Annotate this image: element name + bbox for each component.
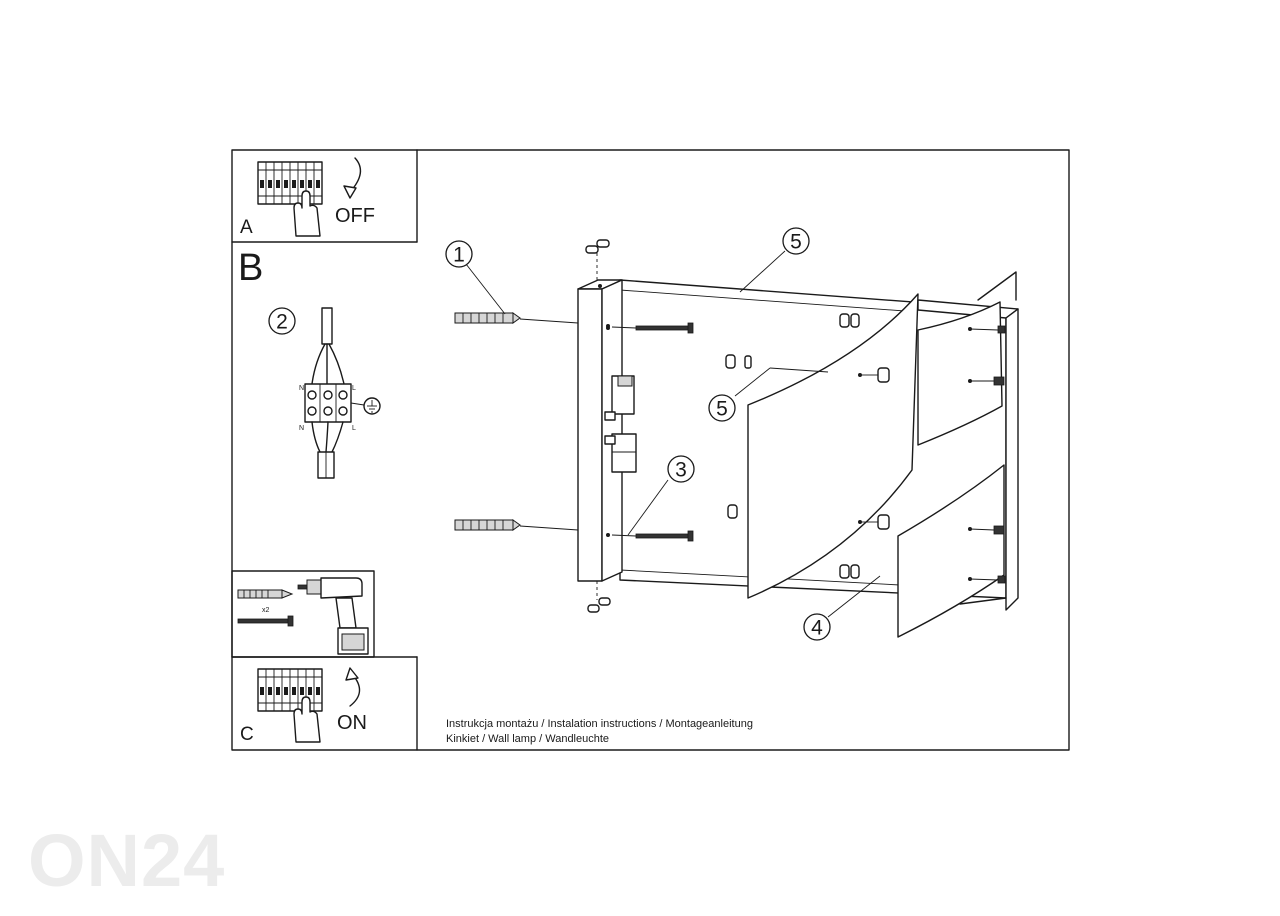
breaker-box-icon: [257, 161, 323, 205]
callout-circle-2: [268, 307, 296, 335]
callout-3: 3: [667, 455, 695, 483]
bracket-screw-bottom: [587, 581, 611, 613]
tools-panel: x2: [237, 577, 369, 655]
bracket-terminal-connector: [604, 375, 637, 473]
caption-title: Instrukcja montażu / Instalation instruc…: [446, 718, 753, 730]
panel-a-letter: A: [240, 217, 253, 238]
watermark-logo: ON24: [28, 819, 225, 902]
screw-icon: [237, 615, 294, 627]
drill-icon: [297, 577, 369, 655]
wall-plug-icon: [237, 589, 294, 599]
callout-5-top: 5: [782, 227, 810, 255]
svg-text:4: 4: [811, 617, 823, 640]
housing-studs: [606, 325, 1006, 584]
curved-shade-lower: [897, 464, 1005, 638]
supply-wires: [311, 343, 345, 385]
panel-b-letter: B: [238, 247, 263, 289]
terminal-block-icon: [304, 383, 352, 423]
lamp-wires: [311, 421, 344, 453]
quantity-label: x2: [262, 607, 270, 614]
neutral-label-bottom: N: [299, 425, 304, 432]
cap-nut-4: [727, 504, 738, 519]
svg-text:5: 5: [716, 398, 728, 421]
bracket-screw-top: [585, 239, 610, 280]
wall-anchor-top: [454, 312, 579, 324]
outer-frame: [231, 149, 1070, 751]
wall-bracket: [577, 279, 623, 582]
off-label: OFF: [335, 205, 375, 227]
callout-4: 4: [803, 613, 831, 641]
hand-icon-c: [293, 696, 321, 743]
live-label-bottom: L: [352, 425, 356, 432]
callout-5-middle: 5: [708, 394, 736, 422]
ground-icon: [363, 397, 381, 415]
live-label-top: L: [352, 385, 356, 392]
curved-shade-left: [747, 293, 919, 599]
mounting-screw-top: [611, 322, 694, 334]
svg-text:1: 1: [453, 244, 465, 267]
cable-sheath: [321, 307, 333, 345]
cap-nut-pair-5: [862, 514, 890, 530]
cap-nut-pair-3: [862, 367, 890, 383]
cap-nut-pair-6: [839, 564, 860, 579]
on-label: ON: [337, 712, 367, 734]
callout-leaders: [465, 250, 881, 618]
svg-text:5: 5: [790, 231, 802, 254]
step-number-2: 2: [276, 311, 288, 334]
mounting-screw-bottom: [611, 530, 694, 542]
cap-nut-pair-2: [725, 354, 752, 369]
callout-1: 1: [445, 240, 473, 268]
panel-a-switch-off: A OFF: [240, 157, 375, 238]
svg-text:3: 3: [675, 459, 687, 482]
panel-b-wiring: B 2 N L N L: [238, 247, 381, 479]
hand-icon: [293, 190, 321, 237]
caption-subtitle: Kinkiet / Wall lamp / Wandleuchte: [446, 733, 609, 745]
panel-c-letter: C: [240, 724, 254, 745]
curved-shade-upper: [917, 301, 1003, 446]
breaker-box-icon-c: [257, 668, 323, 712]
neutral-label-top: N: [299, 385, 304, 392]
wall-anchor-bottom: [454, 519, 579, 531]
cap-nut-pair-1: [839, 313, 860, 328]
exploded-assembly: 1 5 5 3 4: [445, 227, 1019, 641]
panel-c-switch-on: C ON: [240, 667, 367, 745]
